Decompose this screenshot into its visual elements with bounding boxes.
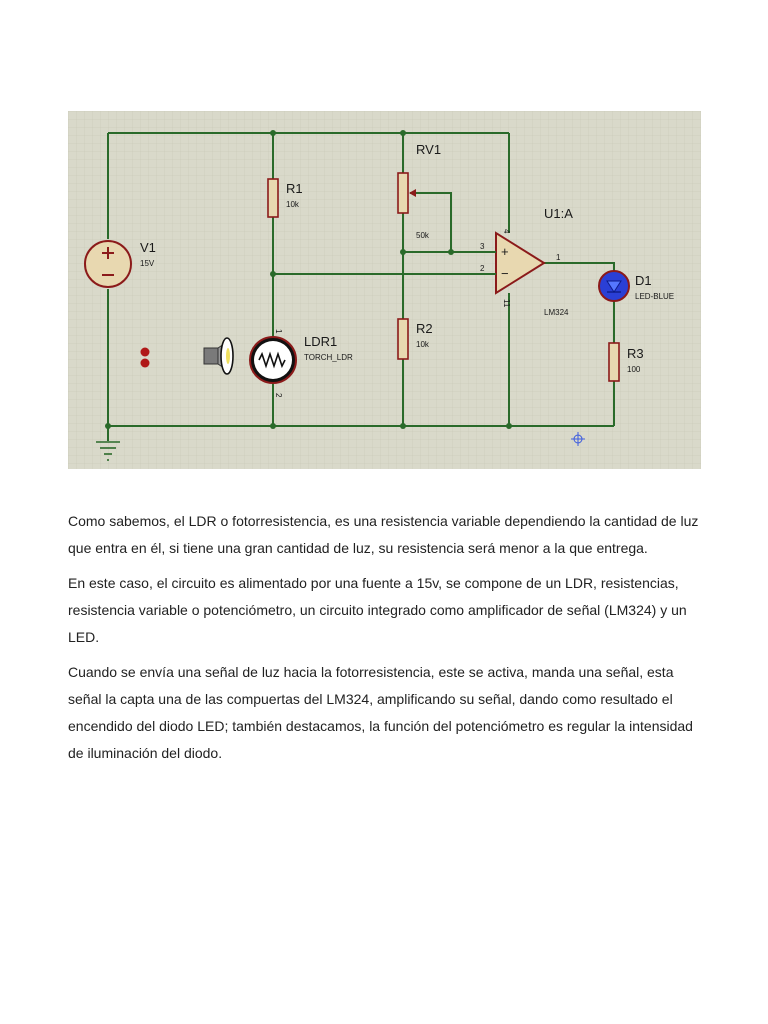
ldr1-ref: LDR1: [304, 334, 337, 349]
pin-3: 3: [480, 242, 485, 251]
led-d1: [598, 270, 630, 302]
paragraph-2: En este caso, el circuito es alimentado …: [68, 575, 687, 645]
junction-dots: [105, 130, 512, 429]
ldr-pin-1: 1: [274, 329, 283, 334]
r1-value: 10k: [286, 200, 300, 209]
pin-11: 11: [502, 299, 511, 308]
pin-2: 2: [480, 264, 485, 273]
paragraph-3: Cuando se envía una señal de luz hacia l…: [68, 664, 693, 761]
opamp-plus-sign: +: [501, 244, 509, 259]
description-text: Como sabemos, el LDR o fotorresistencia,…: [68, 508, 708, 775]
d1-ref: D1: [635, 273, 652, 288]
probe-dots: [140, 347, 150, 368]
wiper-arrow-icon: [409, 189, 416, 197]
circuit-schematic: V1 15V R1 10k RV1 50k R2 10k + − 3 2 1 4…: [68, 111, 701, 469]
ldr1-value: TORCH_LDR: [304, 353, 353, 362]
pin-1: 1: [556, 253, 561, 262]
opamp-u1a: [495, 231, 546, 295]
rv1-ref: RV1: [416, 142, 441, 157]
u1-value: LM324: [544, 308, 569, 317]
rv1-value: 50k: [416, 231, 430, 240]
resistor-r3: [608, 342, 620, 382]
paragraph-1: Como sabemos, el LDR o fotorresistencia,…: [68, 513, 699, 556]
schematic-grid: [68, 111, 701, 469]
r3-value: 100: [627, 365, 641, 374]
v1-value: 15V: [140, 259, 155, 268]
v1-ref: V1: [140, 240, 156, 255]
origin-crosshair-icon: [571, 432, 585, 446]
pin-4: 4: [502, 229, 511, 234]
ldr-pin-2: 2: [274, 393, 283, 398]
u1-ref: U1:A: [544, 206, 573, 221]
d1-value: LED-BLUE: [635, 292, 674, 301]
resistor-r2: [397, 318, 409, 360]
r1-ref: R1: [286, 181, 303, 196]
resistor-r1: [267, 178, 279, 218]
opamp-minus-sign: −: [501, 266, 509, 281]
ldr-component: [249, 336, 297, 384]
torch-icon: [203, 337, 234, 375]
r2-ref: R2: [416, 321, 433, 336]
r3-ref: R3: [627, 346, 644, 361]
r2-value: 10k: [416, 340, 430, 349]
voltage-source-v1: [84, 240, 132, 288]
ground-symbol-icon: [96, 441, 120, 461]
potentiometer-rv1: [397, 172, 409, 214]
